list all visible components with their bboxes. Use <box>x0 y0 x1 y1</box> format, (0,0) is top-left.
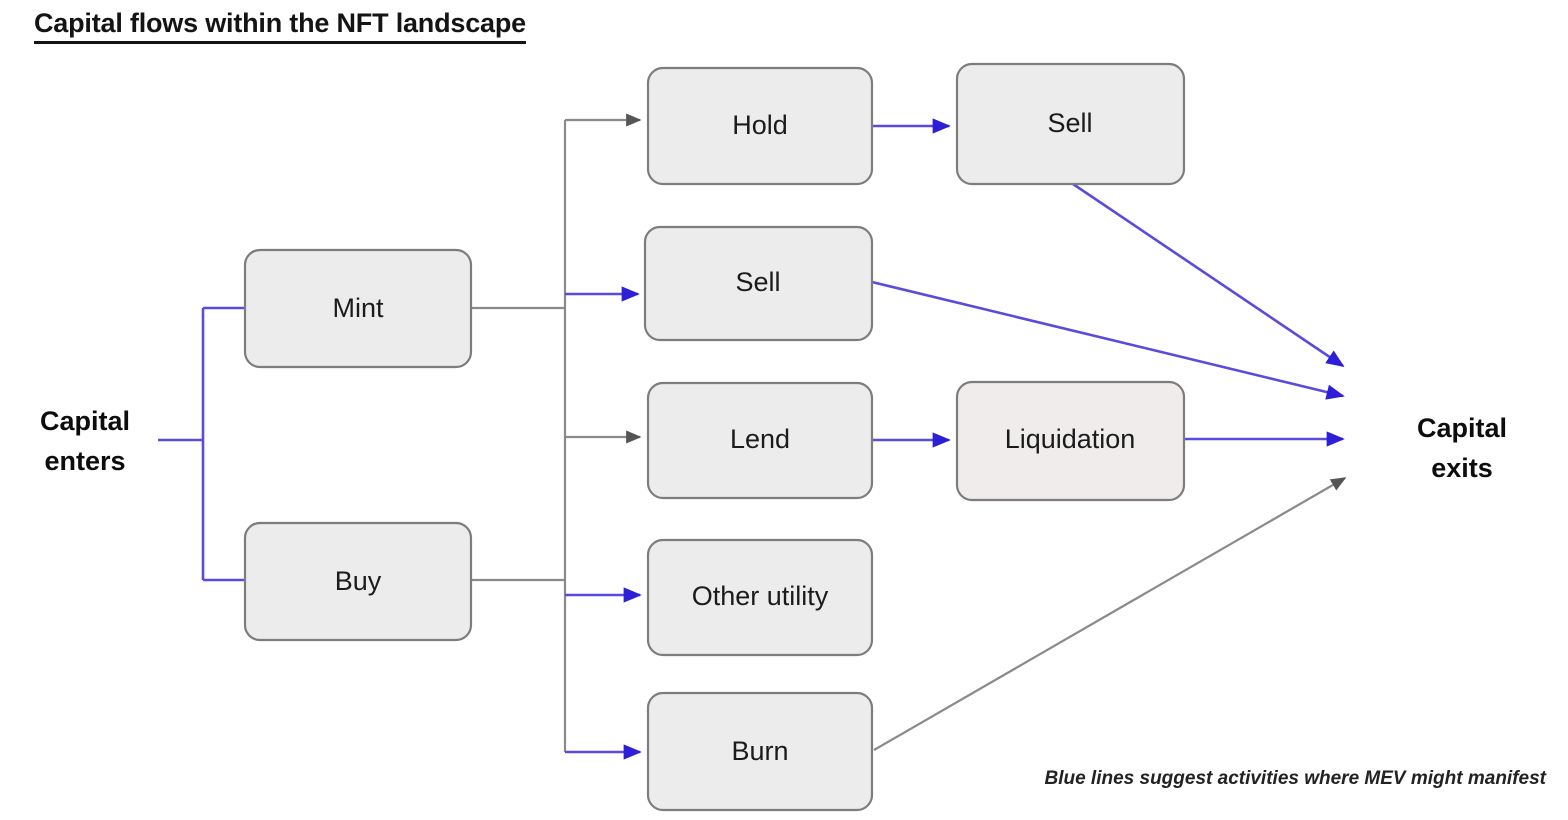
edge-burn-to-exit <box>873 477 1347 751</box>
node-lend-label: Lend <box>730 424 790 454</box>
capital-enters-line2: enters <box>44 446 125 476</box>
edge-entry-to-mint <box>158 306 247 580</box>
node-buy[interactable]: Buy <box>243 521 473 642</box>
node-burn[interactable]: Burn <box>646 691 874 812</box>
node-other-utility-label: Other utility <box>692 581 829 611</box>
capital-exits-line2: exits <box>1431 453 1493 483</box>
legend-caption: Blue lines suggest activities where MEV … <box>1044 768 1546 789</box>
capital-enters-line1: Capital <box>40 406 130 436</box>
node-sell-top[interactable]: Sell <box>955 62 1186 186</box>
endpoint-capital-exits: Capital exits <box>1417 413 1507 483</box>
node-hold[interactable]: Hold <box>646 66 874 186</box>
capital-exits-line1: Capital <box>1417 413 1507 443</box>
node-mint[interactable]: Mint <box>243 248 473 369</box>
endpoint-capital-enters: Capital enters <box>40 406 130 476</box>
node-other-utility[interactable]: Other utility <box>646 538 874 657</box>
node-buy-label: Buy <box>335 566 382 596</box>
node-burn-label: Burn <box>731 736 788 766</box>
node-mint-label: Mint <box>332 293 384 323</box>
node-sell-mid[interactable]: Sell <box>643 225 874 342</box>
node-hold-label: Hold <box>732 110 788 140</box>
edge-sell-top-to-exit <box>1072 182 1345 368</box>
edge-sell-mid-to-exit <box>871 280 1345 400</box>
node-sell-top-label: Sell <box>1047 108 1092 138</box>
node-liquidation[interactable]: Liquidation <box>955 380 1186 502</box>
node-liquidation-label: Liquidation <box>1005 424 1136 454</box>
node-lend[interactable]: Lend <box>646 381 874 500</box>
page-title: Capital flows within the NFT landscape <box>34 8 526 45</box>
node-sell-mid-label: Sell <box>735 267 780 297</box>
